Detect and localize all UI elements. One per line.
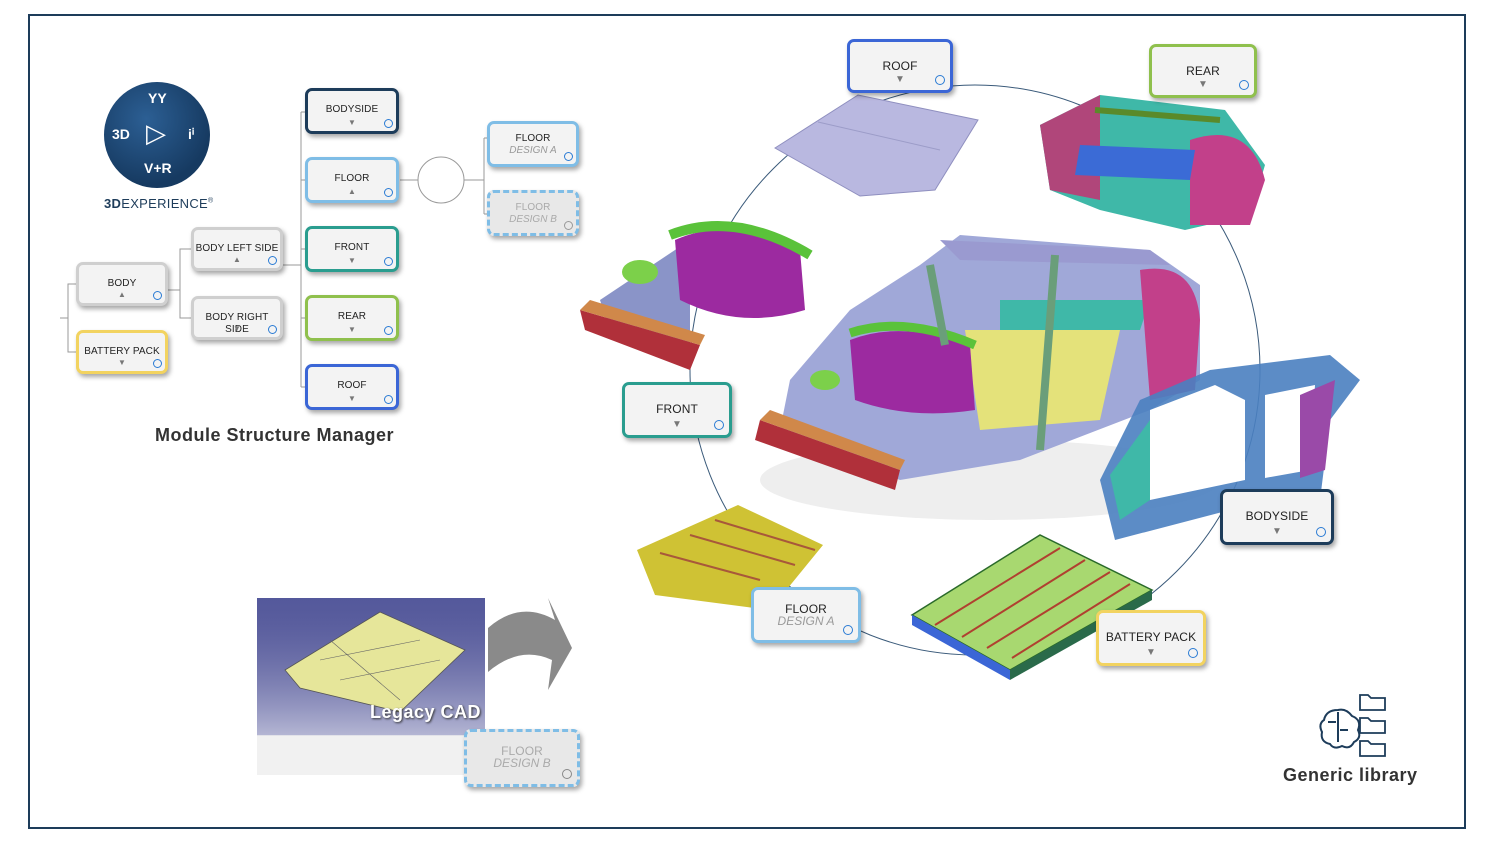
power-icon[interactable] [384, 326, 393, 335]
tree-node-body[interactable]: BODY▲ [76, 262, 168, 306]
folder-icon [1359, 694, 1386, 757]
power-icon[interactable] [714, 420, 724, 430]
car-body-graphic [755, 235, 1200, 490]
legacy-cad-screen [257, 598, 485, 775]
tree-connectors [60, 111, 487, 388]
power-icon[interactable] [935, 75, 945, 85]
slide-frame [28, 14, 1466, 829]
library-node-roof[interactable]: ROOF▼ [847, 39, 953, 93]
legacy-cad-caption: Legacy CAD [370, 702, 482, 722]
caret-down-icon: ▼ [672, 419, 682, 430]
power-icon[interactable] [564, 152, 573, 161]
arrow-icon [488, 598, 572, 690]
generic-library-caption: Generic library [1283, 765, 1418, 785]
caret-down-icon: ▼ [1272, 526, 1282, 537]
caret-down-icon: ▼ [348, 118, 356, 127]
tree-node-battery-pack[interactable]: BATTERY PACK▼ [76, 330, 168, 374]
front-part-graphic [580, 221, 813, 370]
caret-down-icon: ▼ [348, 256, 356, 265]
caret-down-icon: ▼ [1146, 647, 1156, 658]
rear-part-graphic [1040, 95, 1265, 230]
caret-down-icon: ▼ [348, 394, 356, 403]
caret-down-icon: ▼ [1198, 79, 1208, 90]
tree-node-body-right-side[interactable]: BODY RIGHT SIDE▼ [191, 296, 283, 340]
brand-name: 3DEXPERIENCE® [104, 196, 214, 211]
library-node-bodyside[interactable]: BODYSIDE▼ [1220, 489, 1334, 545]
tree-junction-circle [417, 156, 465, 204]
power-icon[interactable] [843, 625, 853, 635]
library-node-battery-pack[interactable]: BATTERY PACK▼ [1096, 610, 1206, 666]
logo-top-text: YY [148, 90, 167, 106]
roof-part-graphic [774, 94, 979, 197]
logo-3d-text: 3D [112, 126, 130, 142]
logo-right-text: iⁱ [188, 126, 195, 142]
caret-down-icon: ▼ [233, 324, 241, 333]
logo-bottom-text: V+R [144, 160, 172, 176]
power-icon[interactable] [562, 769, 572, 779]
caret-down-icon: ▼ [348, 325, 356, 334]
power-icon[interactable] [1239, 80, 1249, 90]
caret-up-icon: ▲ [233, 255, 241, 264]
tree-node-roof[interactable]: ROOF▼ [305, 364, 399, 410]
power-icon[interactable] [384, 395, 393, 404]
caret-up-icon: ▲ [348, 187, 356, 196]
library-node-rear[interactable]: REAR▼ [1149, 44, 1257, 98]
tree-node-floor[interactable]: FLOOR▲ [305, 157, 399, 203]
play-icon: ▷ [146, 118, 166, 148]
caret-down-icon: ▼ [118, 358, 126, 367]
power-icon[interactable] [153, 359, 162, 368]
power-icon[interactable] [1316, 527, 1326, 537]
power-icon[interactable] [384, 119, 393, 128]
power-icon[interactable] [564, 221, 573, 230]
library-node-front[interactable]: FRONT▼ [622, 382, 732, 438]
power-icon[interactable] [268, 256, 277, 265]
power-icon[interactable] [384, 257, 393, 266]
tree-node-rear[interactable]: REAR▼ [305, 295, 399, 341]
power-icon[interactable] [1188, 648, 1198, 658]
floor-part-graphic [637, 505, 823, 610]
caret-down-icon: ▼ [895, 74, 905, 85]
tree-node-front[interactable]: FRONT▼ [305, 226, 399, 272]
power-icon[interactable] [384, 188, 393, 197]
brain-icon [1319, 708, 1361, 749]
caret-up-icon: ▲ [118, 290, 126, 299]
3dexperience-logo: 3D ▷ YY V+R iⁱ [104, 82, 210, 188]
power-icon[interactable] [268, 325, 277, 334]
module-structure-manager-caption: Module Structure Manager [155, 425, 395, 445]
power-icon[interactable] [153, 291, 162, 300]
tree-node-bodyside[interactable]: BODYSIDE▼ [305, 88, 399, 134]
tree-node-body-left-side[interactable]: BODY LEFT SIDE▲ [191, 227, 283, 271]
